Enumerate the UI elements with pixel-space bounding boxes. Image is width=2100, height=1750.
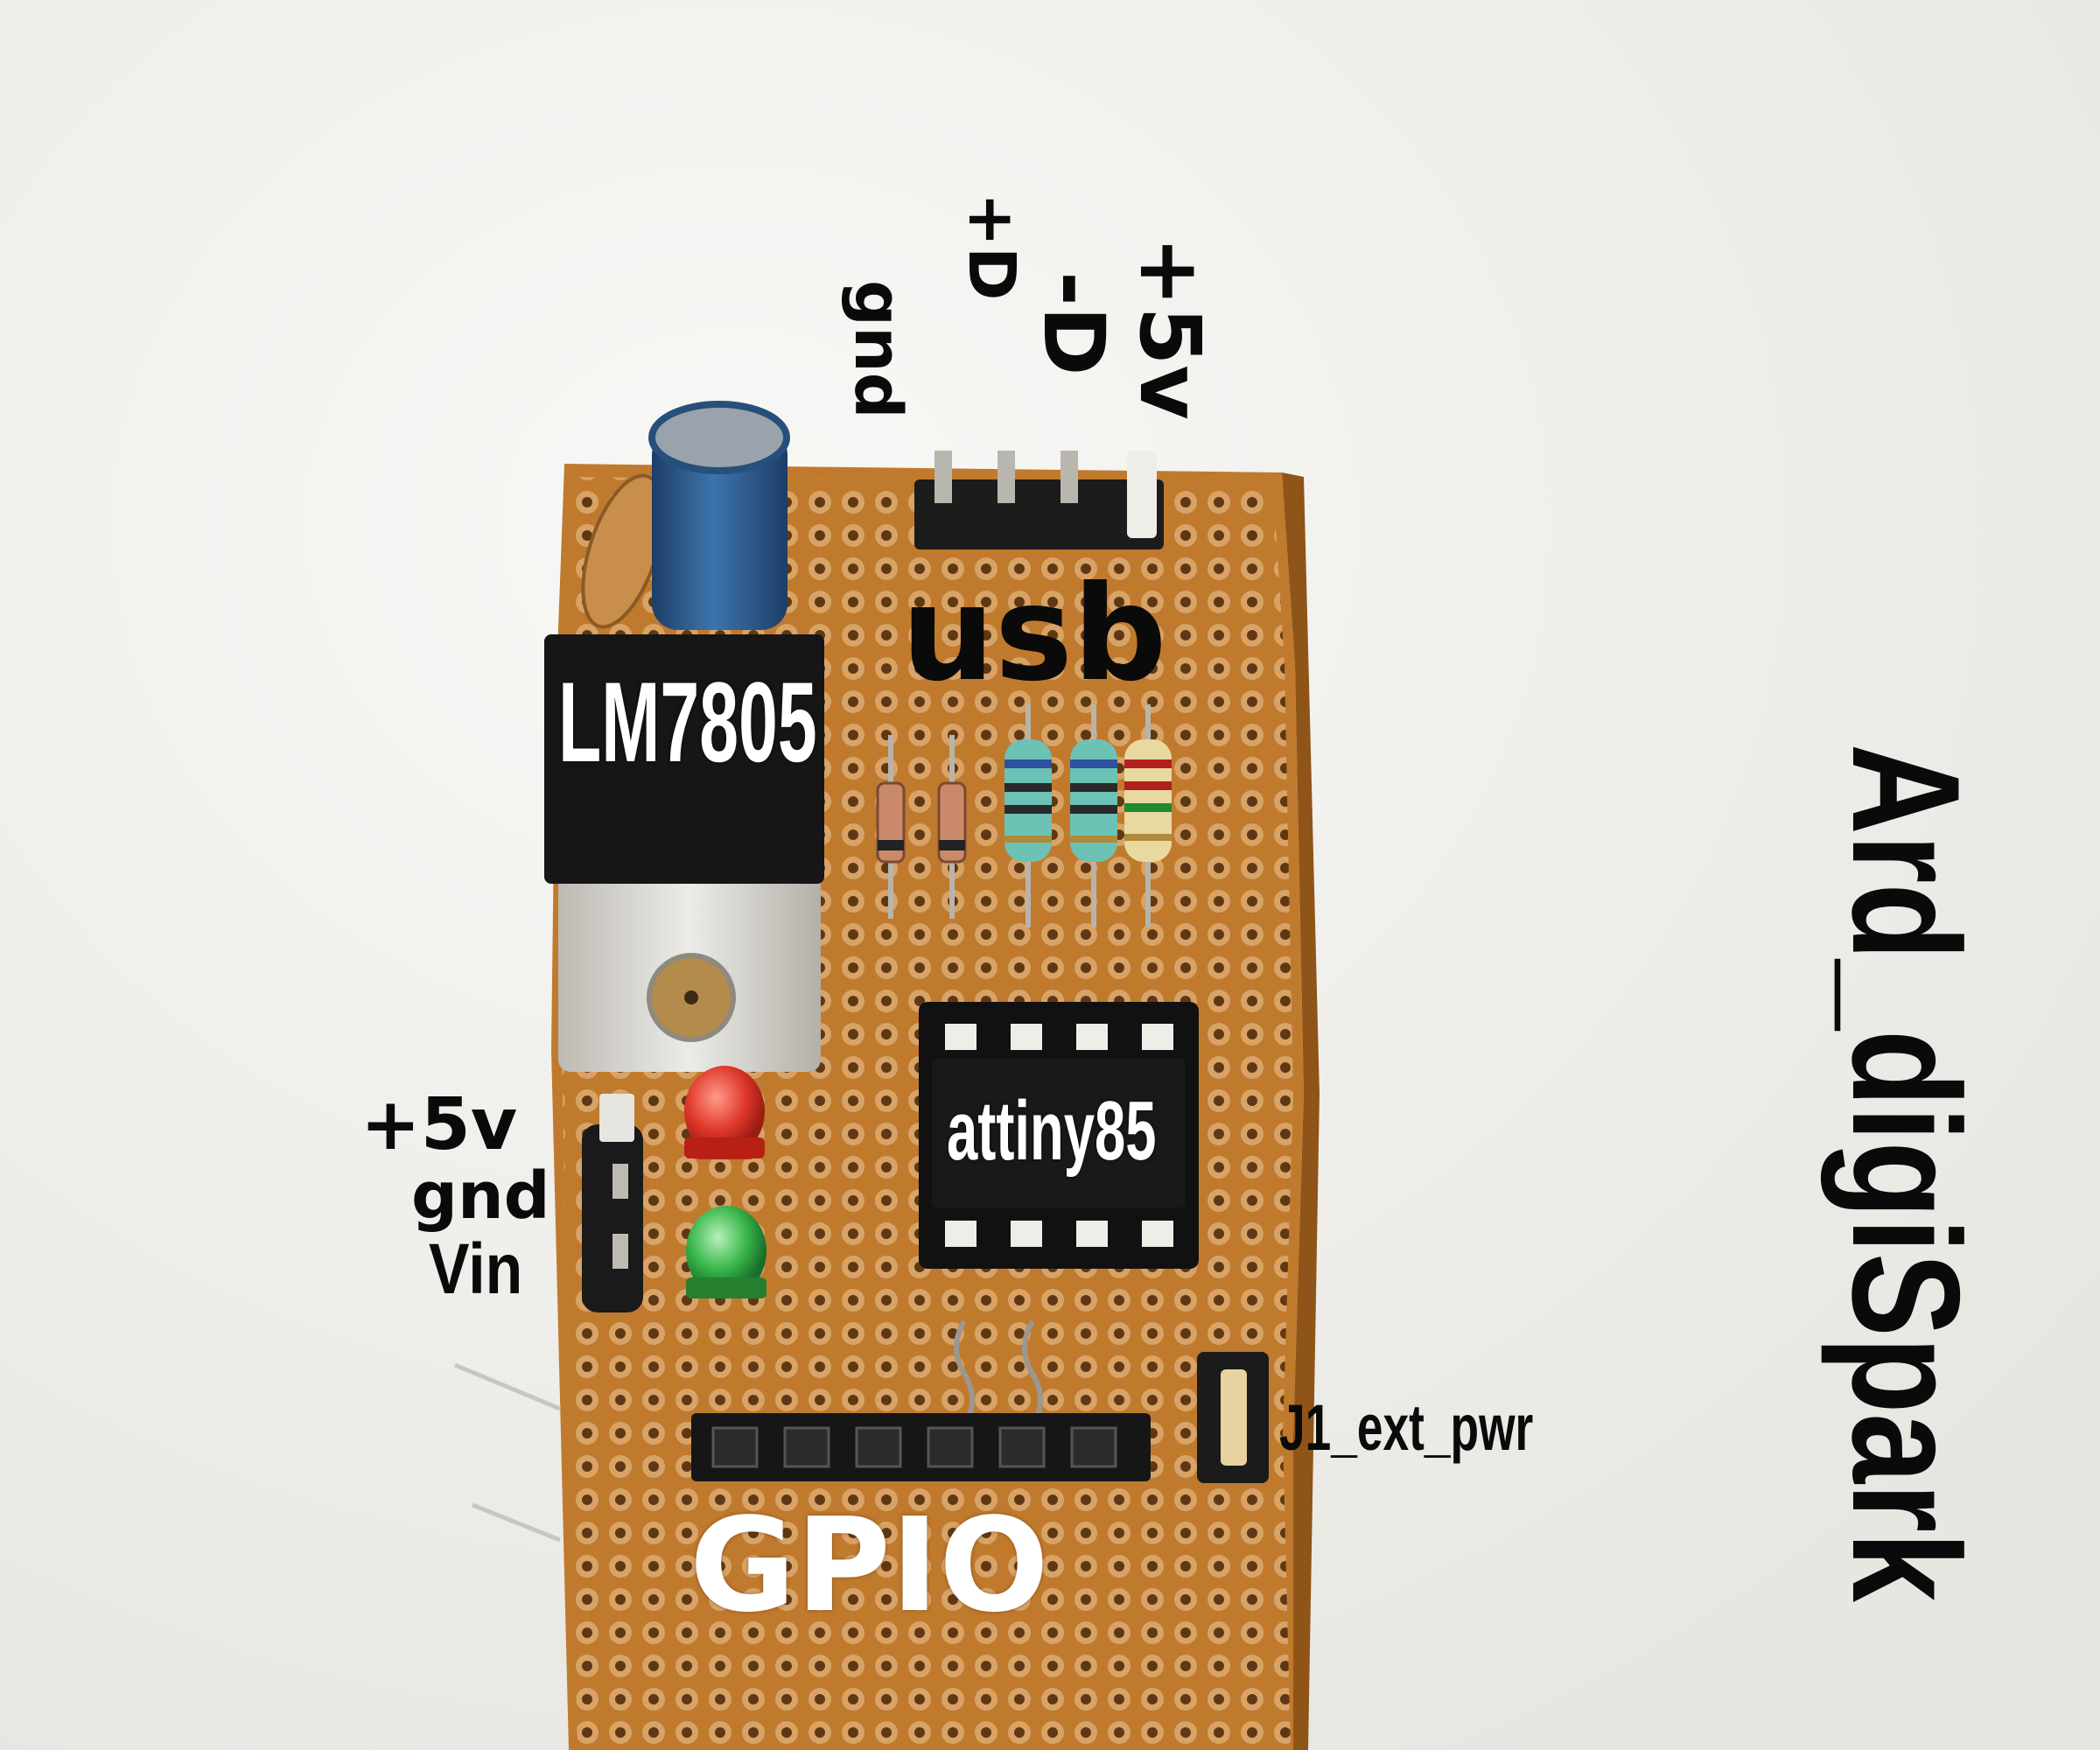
- usb-pin-label-minus-d: -D: [1025, 271, 1123, 376]
- gpio-label: GPIO: [690, 1490, 1049, 1641]
- perfboard-edge: [1282, 472, 1320, 1750]
- loose-wire-1: [454, 1362, 561, 1411]
- power-pin-label-vin: Vin: [429, 1229, 523, 1309]
- power-pin-label-5v: +5v: [360, 1083, 518, 1166]
- usb-header-pin-5v: [1127, 451, 1157, 538]
- resistor-2: [1070, 704, 1117, 928]
- wire-link-1: [954, 1320, 975, 1428]
- led-green: [686, 1206, 766, 1298]
- regulator-label: LM7805: [558, 658, 817, 786]
- zener-diode-1: [876, 735, 906, 919]
- loose-wire-2: [472, 1502, 561, 1543]
- regulator-body: [544, 634, 824, 884]
- usb-header-pin-plus-d: [998, 451, 1015, 503]
- usb-label: usb: [901, 558, 1167, 710]
- ic-chip: [932, 1059, 1186, 1208]
- usb-pin-label-gnd: gnd: [840, 280, 915, 419]
- usb-pin-label-5v: +5v: [1121, 236, 1219, 420]
- zener-diode-2: [937, 735, 967, 919]
- power-pin-label-gnd: gnd: [411, 1158, 550, 1234]
- electrolytic-capacitor: [652, 429, 788, 630]
- wire-link-2: [1022, 1320, 1043, 1428]
- usb-pin-label-plus-d: +D: [954, 192, 1029, 301]
- power-header: [582, 1124, 643, 1312]
- microcontroller-label: attiny85: [947, 1084, 1157, 1178]
- power-pin-5v: [599, 1094, 634, 1142]
- usb-header-pin-gnd: [934, 451, 952, 503]
- usb-header-housing: [914, 480, 1164, 550]
- jumper-label: J1_ext_pwr: [1279, 1391, 1534, 1464]
- resistor-3: [1124, 704, 1172, 928]
- resistor-1: [1004, 704, 1052, 928]
- board-title: Ard_digiSpark: [1820, 744, 1991, 1602]
- usb-header-pin-minus-d: [1060, 451, 1078, 503]
- led-red: [684, 1066, 765, 1159]
